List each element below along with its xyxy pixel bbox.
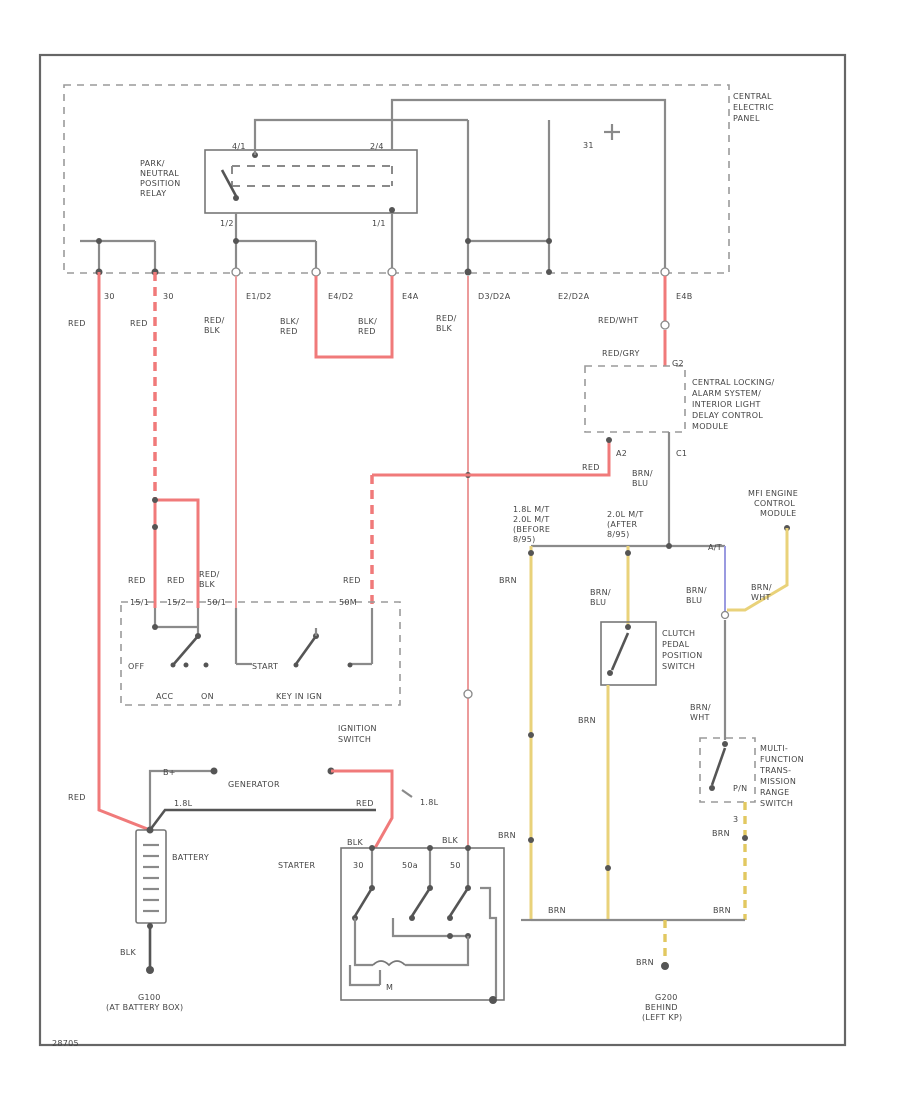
ign-wire-red-blk: RED/BLK bbox=[199, 570, 220, 589]
module-pin-g2: G2 bbox=[672, 359, 684, 368]
wire-label-brn-wht-1: BRN/WHT bbox=[751, 583, 772, 602]
main-wires: RED RED RED/BLK BLK/RED BLK/RED RED/BLK … bbox=[68, 272, 670, 848]
wire-label-brn-1: BRN bbox=[499, 576, 517, 585]
wire-label-brn-blu-1: BRN/BLU bbox=[632, 469, 653, 488]
ign-wire-red-3: RED bbox=[343, 576, 361, 585]
wire-label-brn-7: BRN bbox=[636, 958, 654, 967]
engine-size-label-2: 1.8L bbox=[420, 798, 439, 807]
module-pin-c1: C1 bbox=[676, 449, 687, 458]
wire-label-red-3: RED bbox=[582, 463, 600, 472]
ign-pin-15-1: 15/1 bbox=[130, 598, 149, 607]
panel-pin-30a: 30 bbox=[104, 292, 115, 301]
panel-pin-e2d2a: E2/D2A bbox=[558, 292, 590, 301]
relay-pin-2: 2/4 bbox=[370, 142, 384, 151]
wire-label-red-1: RED bbox=[68, 319, 86, 328]
park-neutral-relay-box bbox=[204, 149, 418, 214]
module-pin-a2: A2 bbox=[616, 449, 627, 458]
variant-label-3: A/T bbox=[708, 543, 722, 552]
central-locking-module: CENTRAL LOCKING/ALARM SYSTEM/INTERIOR LI… bbox=[370, 359, 775, 608]
wire-label-blk-1: BLK bbox=[120, 948, 137, 957]
panel-ground-label: 31 bbox=[583, 141, 594, 150]
wire-label-red-gry: RED/GRY bbox=[602, 349, 640, 358]
diagram-border bbox=[38, 53, 847, 1047]
generator-b-plus: B+ bbox=[163, 768, 176, 777]
wire-label-red-blk-1: RED/BLK bbox=[204, 316, 225, 335]
wire-label-brn-2: BRN bbox=[498, 831, 516, 840]
wire-label-brn-blu-3: BRN/BLU bbox=[686, 586, 707, 605]
locking-module-label: CENTRAL LOCKING/ALARM SYSTEM/INTERIOR LI… bbox=[692, 378, 775, 431]
relay-pin-1: 4/1 bbox=[232, 142, 246, 151]
ign-pin-15-2: 15/2 bbox=[167, 598, 186, 607]
generator-label: GENERATOR bbox=[228, 780, 280, 789]
figure-id: 28705 bbox=[52, 1039, 79, 1048]
panel-pin-e4b: E4B bbox=[676, 292, 693, 301]
wire-label-blk-red-1: BLK/RED bbox=[280, 317, 299, 336]
wire-label-red-5: RED bbox=[68, 793, 86, 802]
panel-pin-e4a: E4A bbox=[402, 292, 419, 301]
starter-pin-30: 30 bbox=[353, 861, 364, 870]
wire-label-blk-3: BLK bbox=[442, 836, 459, 845]
wire-label-red-4: RED bbox=[356, 799, 374, 808]
mfts-pin-pn: P/N bbox=[733, 784, 747, 793]
ground-g100-label: G100(AT BATTERY BOX) bbox=[106, 993, 183, 1012]
relay-pin-4: 1/1 bbox=[372, 219, 386, 228]
panel-pin-d3d2a: D3/D2A bbox=[478, 292, 511, 301]
ign-pos-on: ON bbox=[201, 692, 214, 701]
ign-pin-50m: 50M bbox=[339, 598, 357, 607]
ign-wire-red-2: RED bbox=[167, 576, 185, 585]
mfts-pin-3: 3 bbox=[733, 815, 738, 824]
ign-pos-off: OFF bbox=[128, 662, 144, 671]
wire-label-brn-blu-2: BRN/BLU bbox=[590, 588, 611, 607]
wire-label-brn-5: BRN bbox=[548, 906, 566, 915]
panel-pin-e1d2: E1/D2 bbox=[246, 292, 272, 301]
battery: BATTERY BLK G100(AT BATTERY BOX) bbox=[106, 826, 209, 1012]
panel-pin-30b: 30 bbox=[163, 292, 174, 301]
starter-pin-50a: 50a bbox=[402, 861, 418, 870]
wire-label-red-blk-2: RED/BLK bbox=[436, 314, 457, 333]
ign-pin-50-1: 50/1 bbox=[207, 598, 226, 607]
wire-label-blk-red-2: BLK/RED bbox=[358, 317, 377, 336]
starter-pin-m: M bbox=[386, 983, 393, 992]
wire-label-brn-3: BRN bbox=[578, 716, 596, 725]
relay-pin-3: 1/2 bbox=[220, 219, 234, 228]
starter-pin-50: 50 bbox=[450, 861, 461, 870]
wire-label-brn-6: BRN bbox=[713, 906, 731, 915]
starter: BLK BLK STARTER 30 50a 50 M bbox=[278, 836, 505, 1004]
wire-label-blk-2: BLK bbox=[347, 838, 364, 847]
generator: B+ GENERATOR 1.8L 1.8L RED RED bbox=[68, 767, 439, 849]
ign-pos-start: START bbox=[252, 662, 278, 671]
wire-label-brn-wht-2: BRN/WHT bbox=[690, 703, 711, 722]
starter-label: STARTER bbox=[278, 861, 316, 870]
panel-pin-e4d2: E4/D2 bbox=[328, 292, 354, 301]
ignition-switch: RED RED RED/BLK RED 15/1 15/2 50/1 50M O… bbox=[120, 570, 401, 744]
ign-wire-red-1: RED bbox=[128, 576, 146, 585]
engine-size-label-1: 1.8L bbox=[174, 799, 193, 808]
wire-label-red-wht: RED/WHT bbox=[598, 316, 638, 325]
ign-pos-acc: ACC bbox=[156, 692, 174, 701]
wire-label-brn-4: BRN bbox=[712, 829, 730, 838]
ign-pos-key-in: KEY IN IGN bbox=[276, 692, 322, 701]
wire-label-red-2: RED bbox=[130, 319, 148, 328]
battery-label: BATTERY bbox=[172, 853, 209, 862]
